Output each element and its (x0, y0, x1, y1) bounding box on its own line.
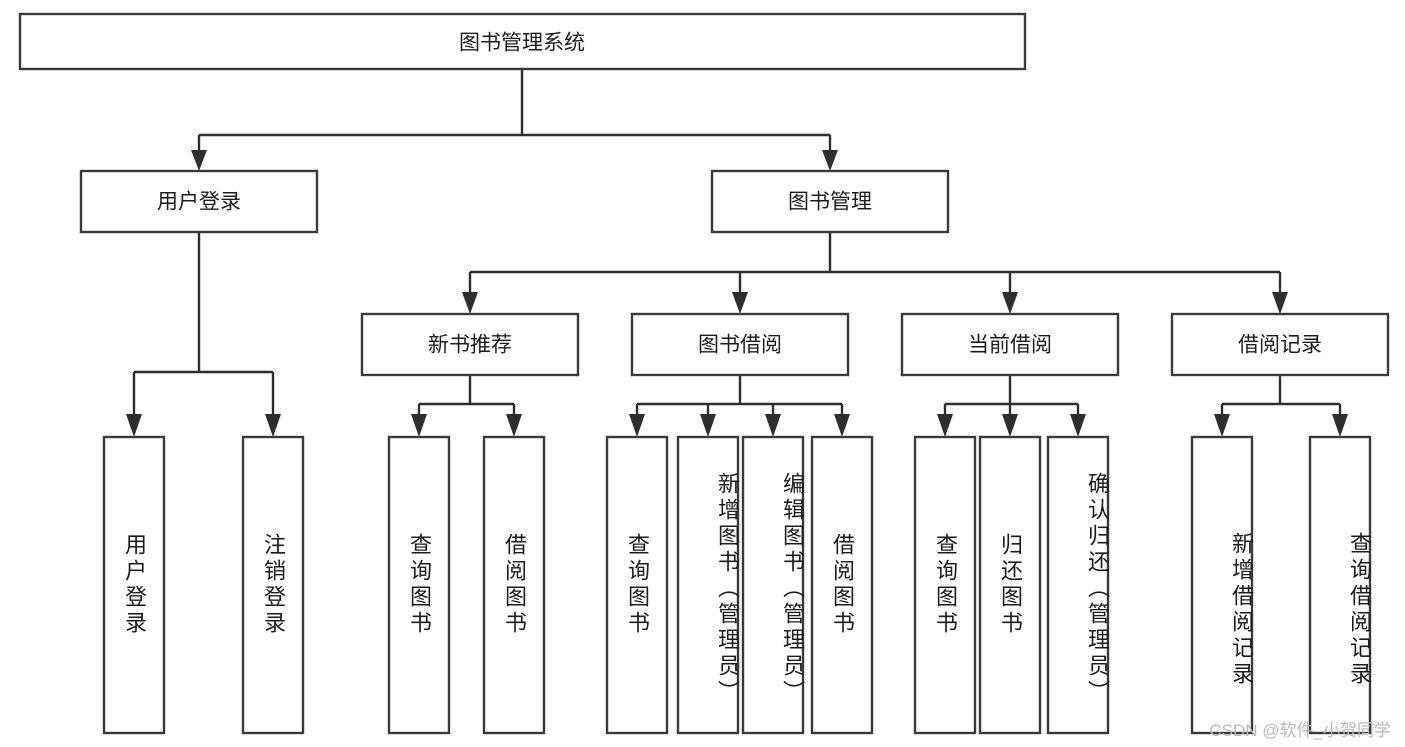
leaf-add-borrow-record-box[interactable] (1190, 435, 1254, 735)
connector-book-manage-branch (468, 232, 1282, 300)
arrow-head-leaf-logout (265, 414, 281, 437)
connector-user-login-branch (132, 232, 275, 423)
arrow-head-leaf-query-borrow-record (1332, 414, 1348, 437)
node-book-manage[interactable]: 图书管理 (710, 169, 950, 234)
arrow-head-current-borrow (1002, 292, 1018, 314)
node-current-borrow[interactable]: 当前借阅 (900, 312, 1120, 377)
arrow-head-leaf-query-book-borrow (629, 414, 645, 437)
watermark: CSDN @软件_小贺同学 (1209, 716, 1391, 741)
leaf-edit-book-box[interactable] (741, 435, 805, 735)
connector-root-trunk (197, 69, 832, 157)
node-user-login-label: 用户登录 (157, 191, 241, 214)
leaf-add-book-box[interactable] (676, 435, 740, 735)
node-book-borrow-box[interactable] (630, 312, 850, 377)
node-book-borrow-label: 图书借阅 (698, 334, 782, 357)
node-root[interactable]: 图书管理系统 (18, 12, 1027, 71)
arrow-head-leaf-query-book-current (937, 414, 953, 437)
arrow-head-leaf-edit-book (765, 414, 781, 437)
arrow-head-book-manage (822, 150, 838, 171)
connector-borrow-record-branch (1220, 375, 1342, 423)
arrow-head-borrow-record (1272, 292, 1288, 314)
connector-layer (126, 69, 1348, 437)
node-new-book-recommend[interactable]: 新书推荐 (360, 312, 580, 377)
arrow-head-leaf-add-book (700, 414, 716, 437)
node-new-book-recommend-label: 新书推荐 (428, 334, 512, 357)
node-current-borrow-label: 当前借阅 (968, 334, 1052, 357)
node-book-manage-label: 图书管理 (788, 191, 872, 214)
node-borrow-record-box[interactable] (1170, 312, 1390, 377)
node-user-login-box[interactable] (79, 169, 319, 234)
arrow-head-user-login (191, 150, 207, 171)
connector-current-borrow-branch (943, 375, 1080, 423)
arrow-head-leaf-borrow-book-recommend (506, 414, 522, 437)
leaf-borrow-book-box[interactable] (810, 435, 874, 735)
connector-new-book-recommend-branch (417, 375, 516, 423)
leaf-logout-box[interactable] (241, 435, 305, 735)
leaf-user-login-box[interactable] (102, 435, 166, 735)
arrow-head-leaf-user-login (126, 414, 142, 437)
leaf-node-layer (102, 435, 1372, 735)
arrow-head-leaf-confirm-return (1070, 414, 1086, 437)
arrow-head-new-book-recommend (462, 292, 478, 314)
node-borrow-record-label: 借阅记录 (1238, 334, 1322, 357)
leaf-return-book-box[interactable] (978, 435, 1042, 735)
node-borrow-record[interactable]: 借阅记录 (1170, 312, 1390, 377)
node-root-box[interactable] (18, 12, 1027, 71)
arrow-head-leaf-borrow-book (834, 414, 850, 437)
node-current-borrow-box[interactable] (900, 312, 1120, 377)
leaf-borrow-book-recommend-box[interactable] (482, 435, 546, 735)
node-user-login[interactable]: 用户登录 (79, 169, 319, 234)
leaf-confirm-return-box[interactable] (1046, 435, 1110, 735)
arrow-head-leaf-add-borrow-record (1214, 414, 1230, 437)
connector-book-borrow-branch (635, 375, 844, 423)
node-book-borrow[interactable]: 图书借阅 (630, 312, 850, 377)
watermark-label: CSDN @软件_小贺同学 (1209, 721, 1391, 740)
arrow-head-leaf-return-book (1002, 414, 1018, 437)
node-root-label: 图书管理系统 (459, 32, 585, 55)
leaf-query-book-current-box[interactable] (913, 435, 977, 735)
leaf-query-borrow-record-box[interactable] (1308, 435, 1372, 735)
arrow-head-leaf-query-book-recommend (411, 414, 427, 437)
node-new-book-recommend-box[interactable] (360, 312, 580, 377)
node-book-manage-box[interactable] (710, 169, 950, 234)
arrow-head-book-borrow (732, 292, 748, 314)
leaf-query-book-recommend-box[interactable] (387, 435, 451, 735)
leaf-query-book-borrow-box[interactable] (605, 435, 669, 735)
